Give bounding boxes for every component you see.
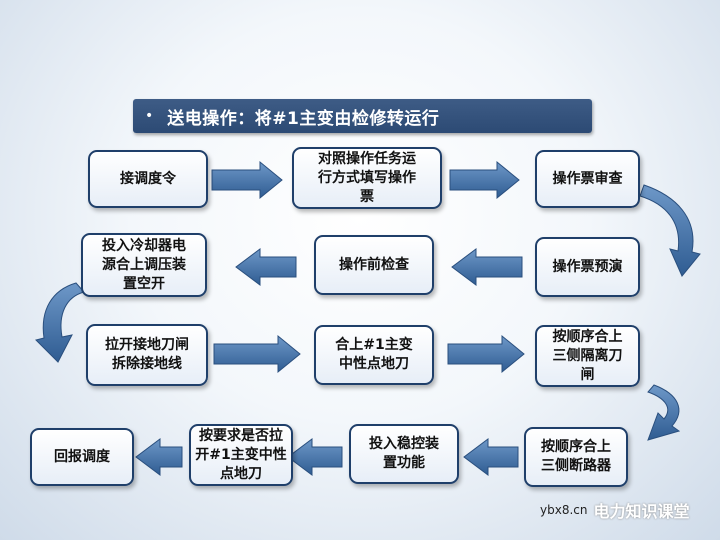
step-close-neutral-grounding: 合上#1主变中性点地刀: [314, 325, 434, 385]
arrow-left-4: [287, 438, 343, 476]
arrow-left-5: [135, 438, 183, 476]
arrow-right-2: [449, 160, 520, 200]
step-open-grounding-switch: 拉开接地刀闸拆除接地线: [86, 324, 208, 386]
arrow-left-3: [463, 438, 519, 476]
step-ticket-rehearsal: 操作票预演: [535, 237, 640, 297]
arrow-curve-right-1: [639, 184, 701, 277]
step-ticket-review: 操作票审查: [535, 150, 640, 208]
step-pre-operation-check: 操作前检查: [314, 235, 434, 295]
step-fill-operation-ticket: 对照操作任务运行方式填写操作票: [292, 147, 442, 209]
watermark-url: ybx8.cn: [540, 503, 588, 517]
step-cooler-power-on: 投入冷却器电源合上调压装置空开: [81, 233, 207, 297]
title-bullet: •: [145, 108, 154, 124]
arrow-right-4: [447, 334, 525, 374]
watermark: ybx8.cn 电力知识课堂: [540, 497, 715, 523]
step-enable-stability-control: 投入稳控装置功能: [349, 424, 459, 484]
title-banner: • 送电操作：将#1主变由检修转运行: [133, 99, 592, 133]
step-report-dispatch: 回报调度: [30, 428, 134, 486]
arrow-right-3: [213, 334, 301, 374]
watermark-name: 电力知识课堂: [593, 502, 690, 521]
arrow-curve-left-1: [35, 282, 85, 363]
step-open-neutral-grounding-if-required: 按要求是否拉开#1主变中性点地刀: [189, 424, 293, 486]
step-receive-dispatch-order: 接调度令: [88, 150, 208, 208]
step-close-breakers: 按顺序合上三侧断路器: [524, 427, 628, 487]
page-title: 送电操作：将#1主变由检修转运行: [167, 108, 440, 129]
arrow-right-1: [211, 160, 283, 200]
step-close-isolators: 按顺序合上三侧隔离刀闸: [535, 325, 640, 387]
arrow-left-1: [451, 248, 523, 286]
arrow-left-2: [235, 248, 297, 286]
arrow-curve-right-2: [647, 384, 681, 441]
